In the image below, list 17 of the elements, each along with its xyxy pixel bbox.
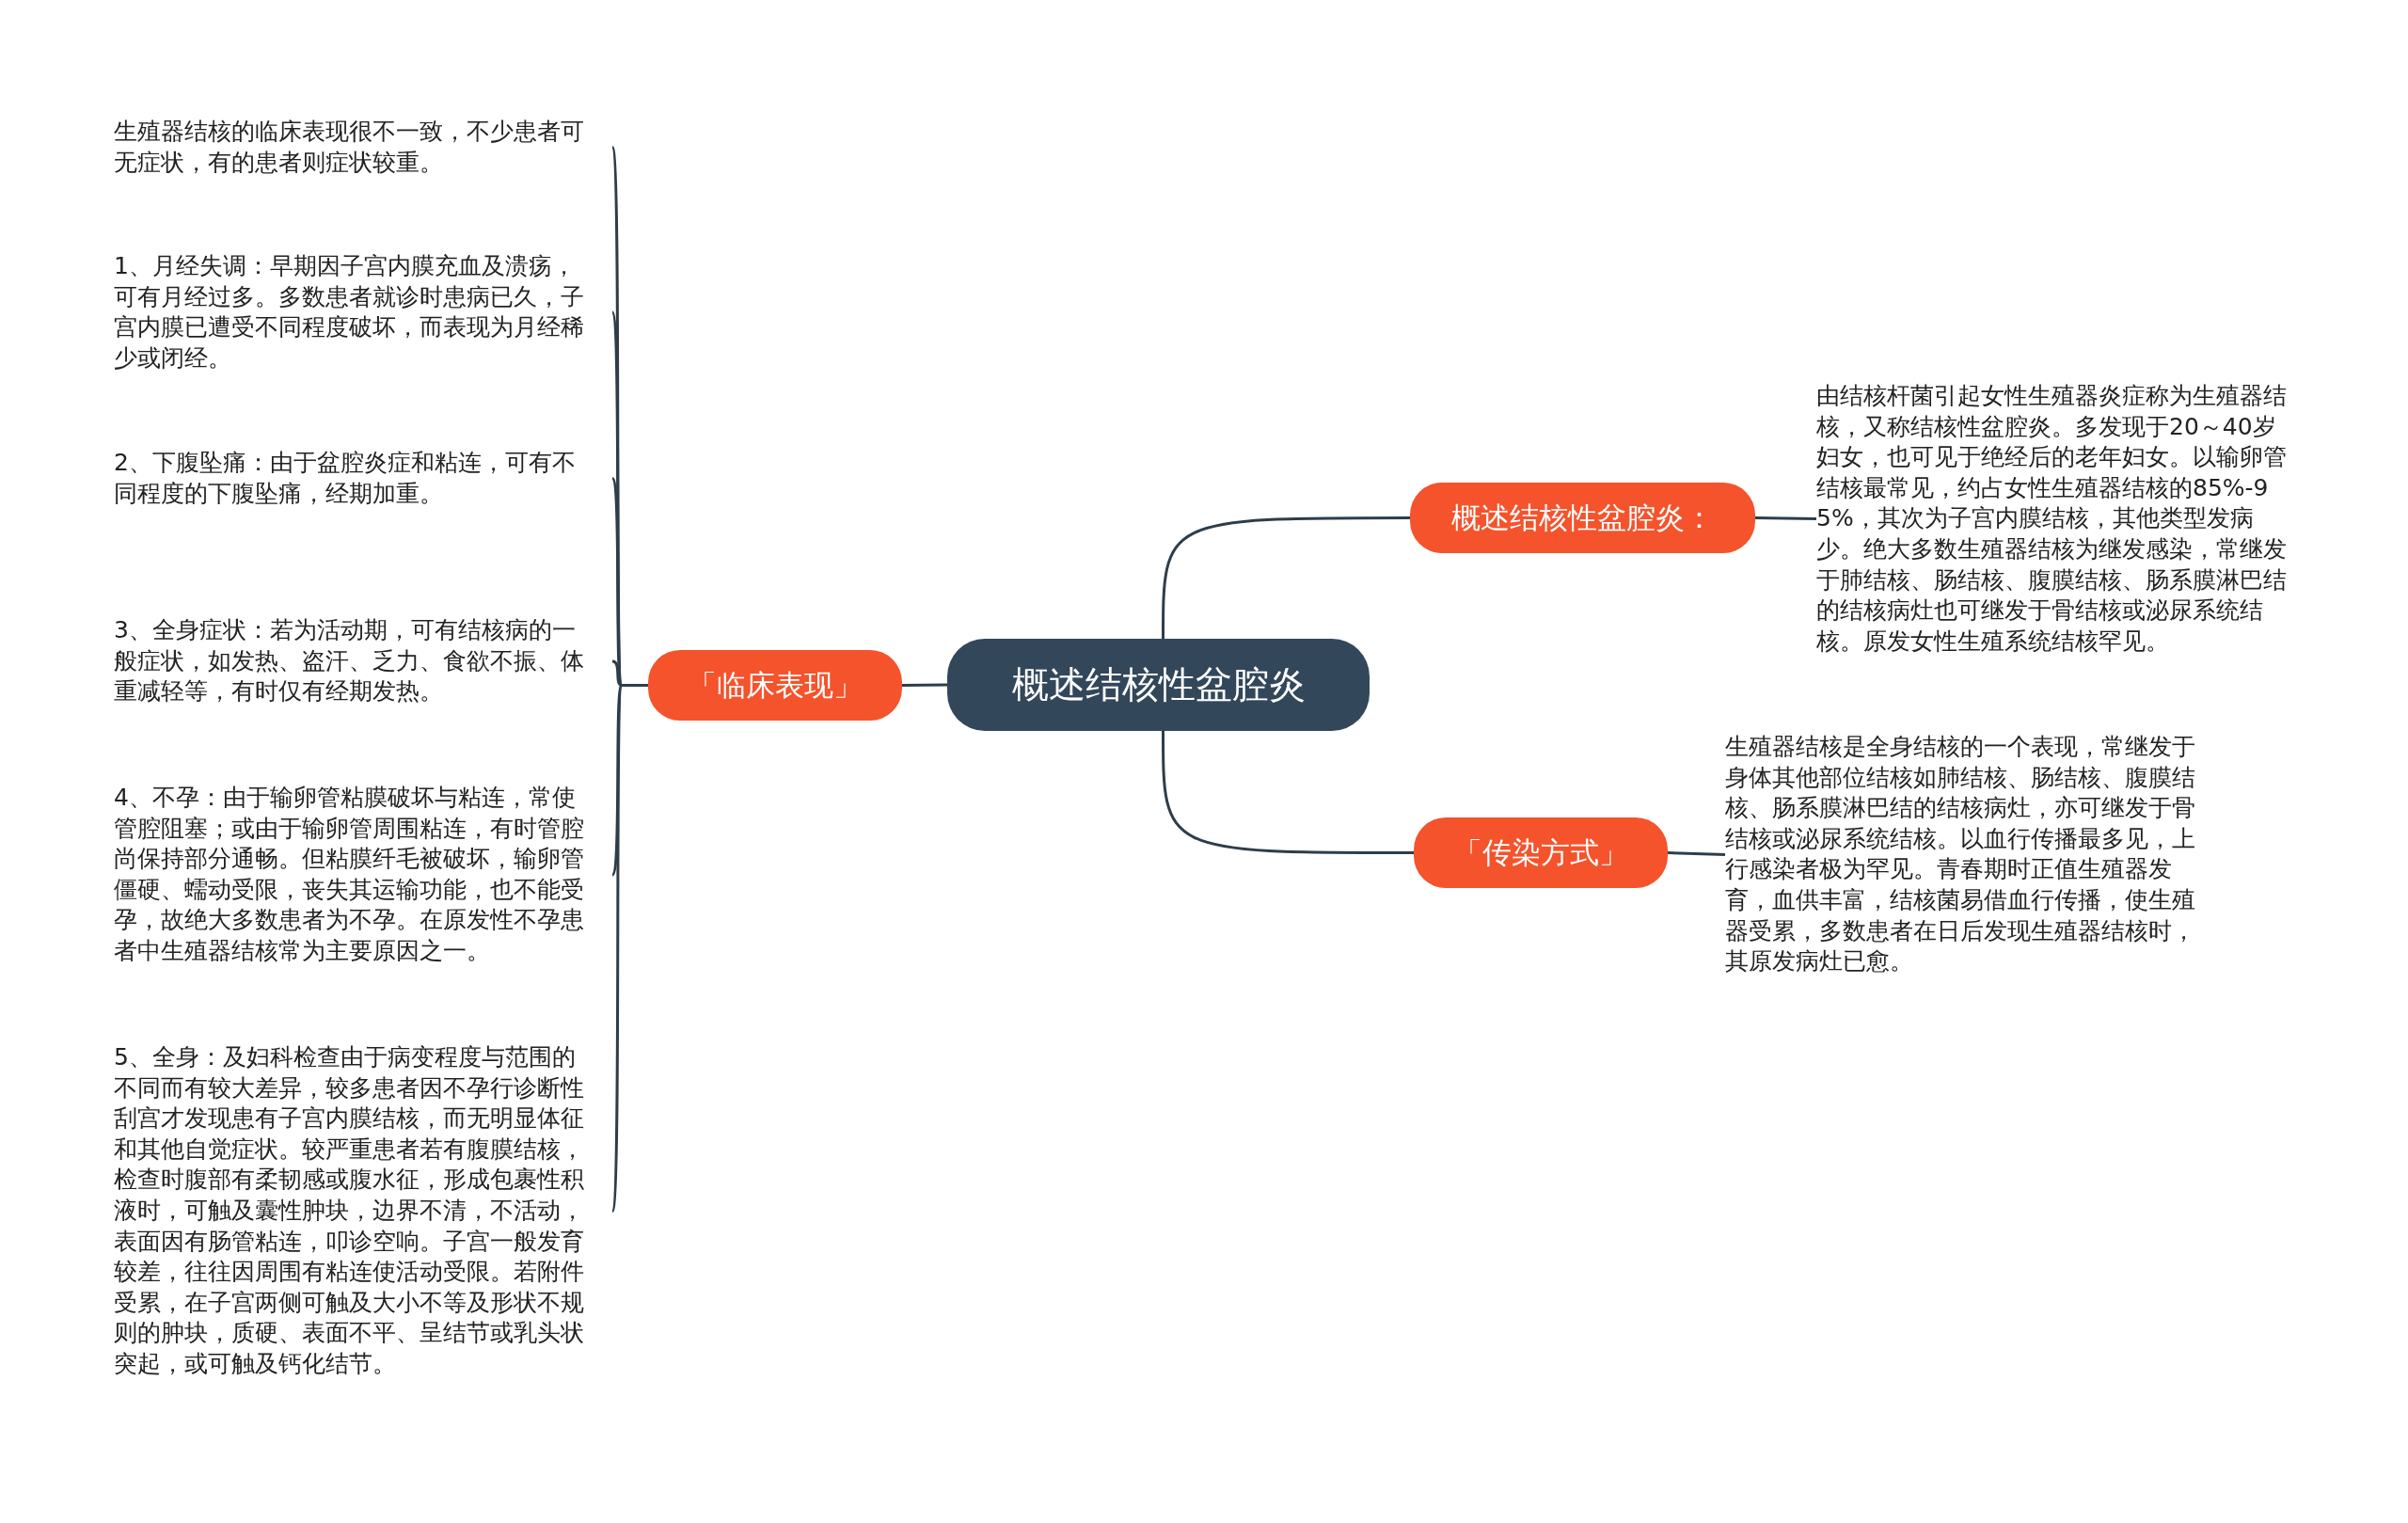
connector-line: [1162, 731, 1414, 854]
note-text: 3、全身症状：若为活动期，可有结核病的一般症状，如发热、盗汗、乏力、食欲不振、体重减轻等，有时仅有经期发热。: [114, 615, 612, 707]
connector-line: [902, 683, 947, 687]
note-text: 5、全身：及妇科检查由于病变程度与范围的不同而有较大差异，较多患者因不孕行诊断性刮宫才发现患有子宫内膜结核，而无明显体征和其他自觉症状。较严重患者若有腹膜结核，检查时腹部有柔韧感或腹水征，形成包裹性积液时，可触及囊性肿块，边界不清，不活动，表面因有肠管粘连，叩诊空响。子宫一般发育较差，往往因周围有粘连使活动受限。若附件受累，在子宫两侧可触及大小不等及形状不规则的肿块，质硬、表面不平、呈结节或乳头状突起，或可触及钙化结节。: [114, 1042, 612, 1380]
connector-line: [1754, 516, 1817, 520]
note-text: 由结核杆菌引起女性生殖器炎症称为生殖器结核，又称结核性盆腔炎。多发现于20～40岁妇女，也可见于绝经后的老年妇女。以输卵管结核最常见，约占女性生殖器结核的85%-95%，其次为子宫内膜结核，其他类型发病少。绝大多数生殖器结核为继发感染，常继发于肺结核、肠结核、腹膜结核、肠系膜淋巴结的结核病灶也可继发于骨结核或泌尿系统结核。原发女性生殖系统结核罕见。: [1816, 381, 2315, 658]
note-text: 1、月经失调：早期因子宫内膜充血及溃疡，可有月经过多。多数患者就诊时患病已久，子宫内膜已遭受不同程度破坏，而表现为月经稀少或闭经。: [114, 251, 612, 374]
branch-box: 「临床表现」: [648, 650, 902, 721]
note-text: 生殖器结核的临床表现很不一致，不少患者可无症状，有的患者则症状较重。: [114, 117, 612, 179]
connector-line: [1667, 851, 1726, 856]
branch-box: 概述结核性盆腔炎：: [1410, 483, 1755, 553]
note-text: 2、下腹坠痛：由于盆腔炎症和粘连，可有不同程度的下腹坠痛，经期加重。: [114, 448, 612, 510]
topic-box: 概述结核性盆腔炎: [947, 639, 1370, 731]
connector-line: [1162, 516, 1410, 639]
note-text: 4、不孕：由于输卵管粘膜破坏与粘连，常使管腔阻塞；或由于输卵管周围粘连，有时管腔尚保持部分通畅。但粘膜纤毛被破坏，输卵管僵硬、蠕动受限，丧失其运输功能，也不能受孕，故绝大多数患者为不孕。在原发性不孕患者中生殖器结核常为主要原因之一。: [114, 783, 612, 967]
note-text: 生殖器结核是全身结核的一个表现，常继发于身体其他部位结核如肺结核、肠结核、腹膜结核、肠系膜淋巴结的结核病灶，亦可继发于骨结核或泌尿系统结核。以血行传播最多见，上行感染者极为罕见。青春期时正值生殖器发育，血供丰富，结核菌易借血行传播，使生殖器受累，多数患者在日后发现生殖器结核时，其原发病灶已愈。: [1725, 732, 2224, 977]
branch-box: 「传染方式」: [1414, 817, 1668, 888]
